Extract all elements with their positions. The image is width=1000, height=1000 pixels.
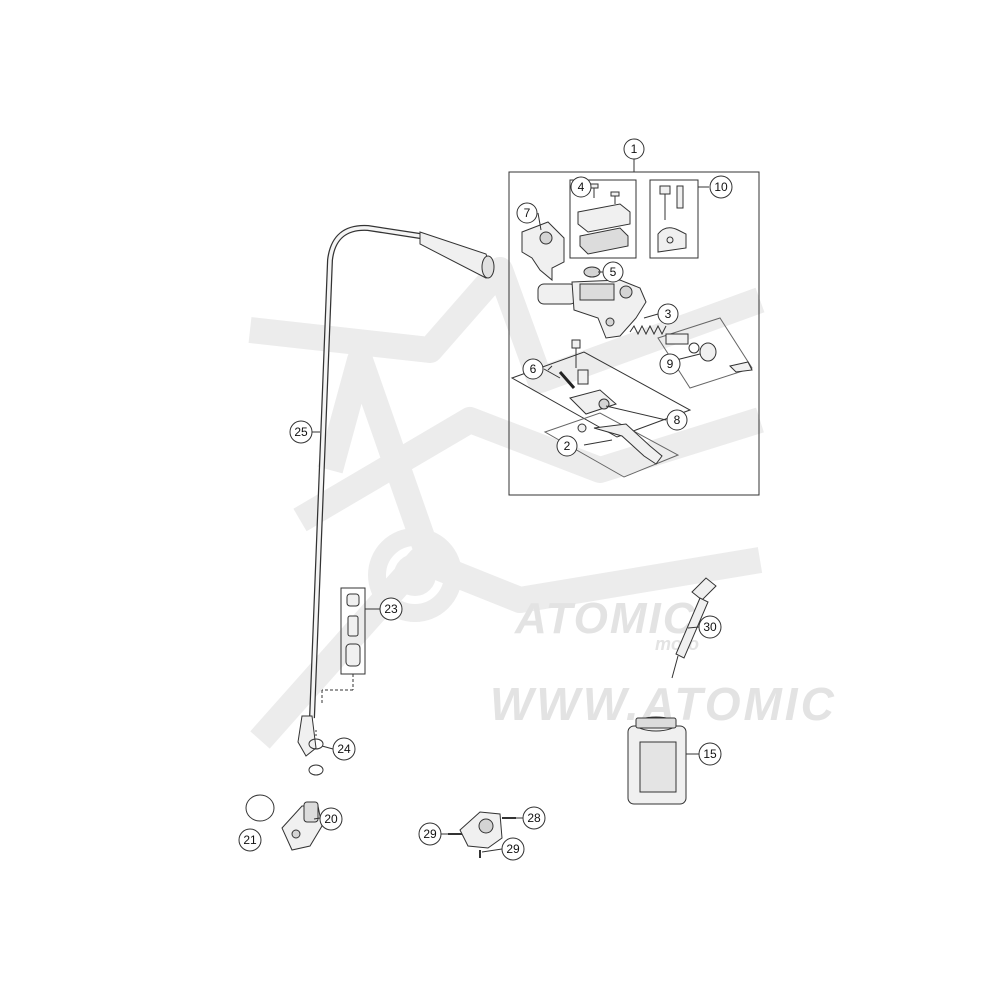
parts-master-cylinder: [521, 183, 753, 465]
bleed-kit: [321, 587, 366, 704]
slave-cylinder: [245, 794, 323, 851]
clutch-lever: [577, 423, 663, 465]
callout-1: 1: [623, 138, 645, 160]
callout-20: 20: [319, 807, 343, 831]
svg-text:3: 3: [665, 307, 672, 321]
subbox-clamp-kit: [649, 179, 699, 259]
callout-6: 6: [522, 358, 544, 380]
slave-cylinder-oring: [245, 794, 275, 822]
svg-text:10: 10: [714, 180, 728, 194]
reservoir-cap: [583, 266, 601, 278]
piston-spring: [629, 324, 689, 345]
callout-24: 24: [332, 737, 356, 761]
subbox-reservoir-cover: [569, 179, 637, 259]
hose-boot: [419, 231, 491, 279]
watermark: ATOMIC moto WWW.ATOMIC: [248, 257, 834, 749]
reservoir-cover: [577, 183, 631, 255]
lever-pivot: [547, 339, 589, 389]
piston-kit: [688, 342, 753, 373]
callout-3: 3: [657, 303, 679, 325]
svg-text:7: 7: [524, 206, 531, 220]
clutch-release-part: [448, 811, 516, 858]
svg-text:29: 29: [506, 842, 520, 856]
svg-text:28: 28: [527, 811, 541, 825]
subbox-piston-kit: [657, 317, 753, 389]
master-cylinder-assembly-box: [508, 159, 760, 496]
svg-text:21: 21: [243, 833, 257, 847]
hydraulic-fluid-can: [627, 716, 687, 805]
watermark-gear: [368, 528, 462, 622]
svg-text:5: 5: [610, 265, 617, 279]
watermark-brand: ATOMIC: [514, 594, 696, 643]
callout-29a: 29: [418, 822, 442, 846]
svg-text:24: 24: [337, 742, 351, 756]
callout-23: 23: [379, 597, 403, 621]
svg-text:4: 4: [578, 180, 585, 194]
svg-text:30: 30: [703, 620, 717, 634]
svg-text:15: 15: [703, 747, 717, 761]
watermark-star-shape: [248, 257, 765, 749]
callout-2: 2: [556, 435, 578, 457]
clutch-hose: [297, 224, 495, 757]
callout-4: 4: [570, 176, 592, 198]
callout-7: 7: [516, 202, 538, 224]
svg-text:2: 2: [564, 439, 571, 453]
svg-text:9: 9: [667, 357, 674, 371]
svg-text:25: 25: [294, 425, 308, 439]
svg-text:8: 8: [674, 413, 681, 427]
svg-text:23: 23: [384, 602, 398, 616]
callout-9: 9: [659, 353, 681, 375]
callout-8: 8: [666, 409, 688, 431]
svg-text:6: 6: [530, 362, 537, 376]
svg-text:29: 29: [423, 827, 437, 841]
svg-text:20: 20: [324, 812, 338, 826]
callout-5: 5: [602, 261, 624, 283]
master-cylinder-body: [537, 279, 647, 339]
hose-banjo-end: [297, 715, 317, 757]
callout-28: 28: [522, 806, 546, 830]
callout-30: 30: [698, 615, 722, 639]
callout-21: 21: [238, 828, 262, 852]
handlebar-clamp: [657, 185, 687, 253]
callout-15: 15: [698, 742, 722, 766]
subbox-lever: [543, 412, 680, 478]
master-cylinder-bracket: [521, 221, 565, 282]
banjo-washers: [308, 730, 324, 776]
callout-29b: 29: [501, 837, 525, 861]
lever-adjuster: [569, 389, 617, 415]
svg-text:1: 1: [631, 142, 638, 156]
callout-25: 25: [289, 420, 313, 444]
subbox-lever-kit: [510, 351, 692, 438]
callout-10: 10: [709, 175, 733, 199]
callouts: 1 2 3 4 5 6 7 8 9 10 15 20 21 23 24 25 2…: [238, 138, 733, 861]
